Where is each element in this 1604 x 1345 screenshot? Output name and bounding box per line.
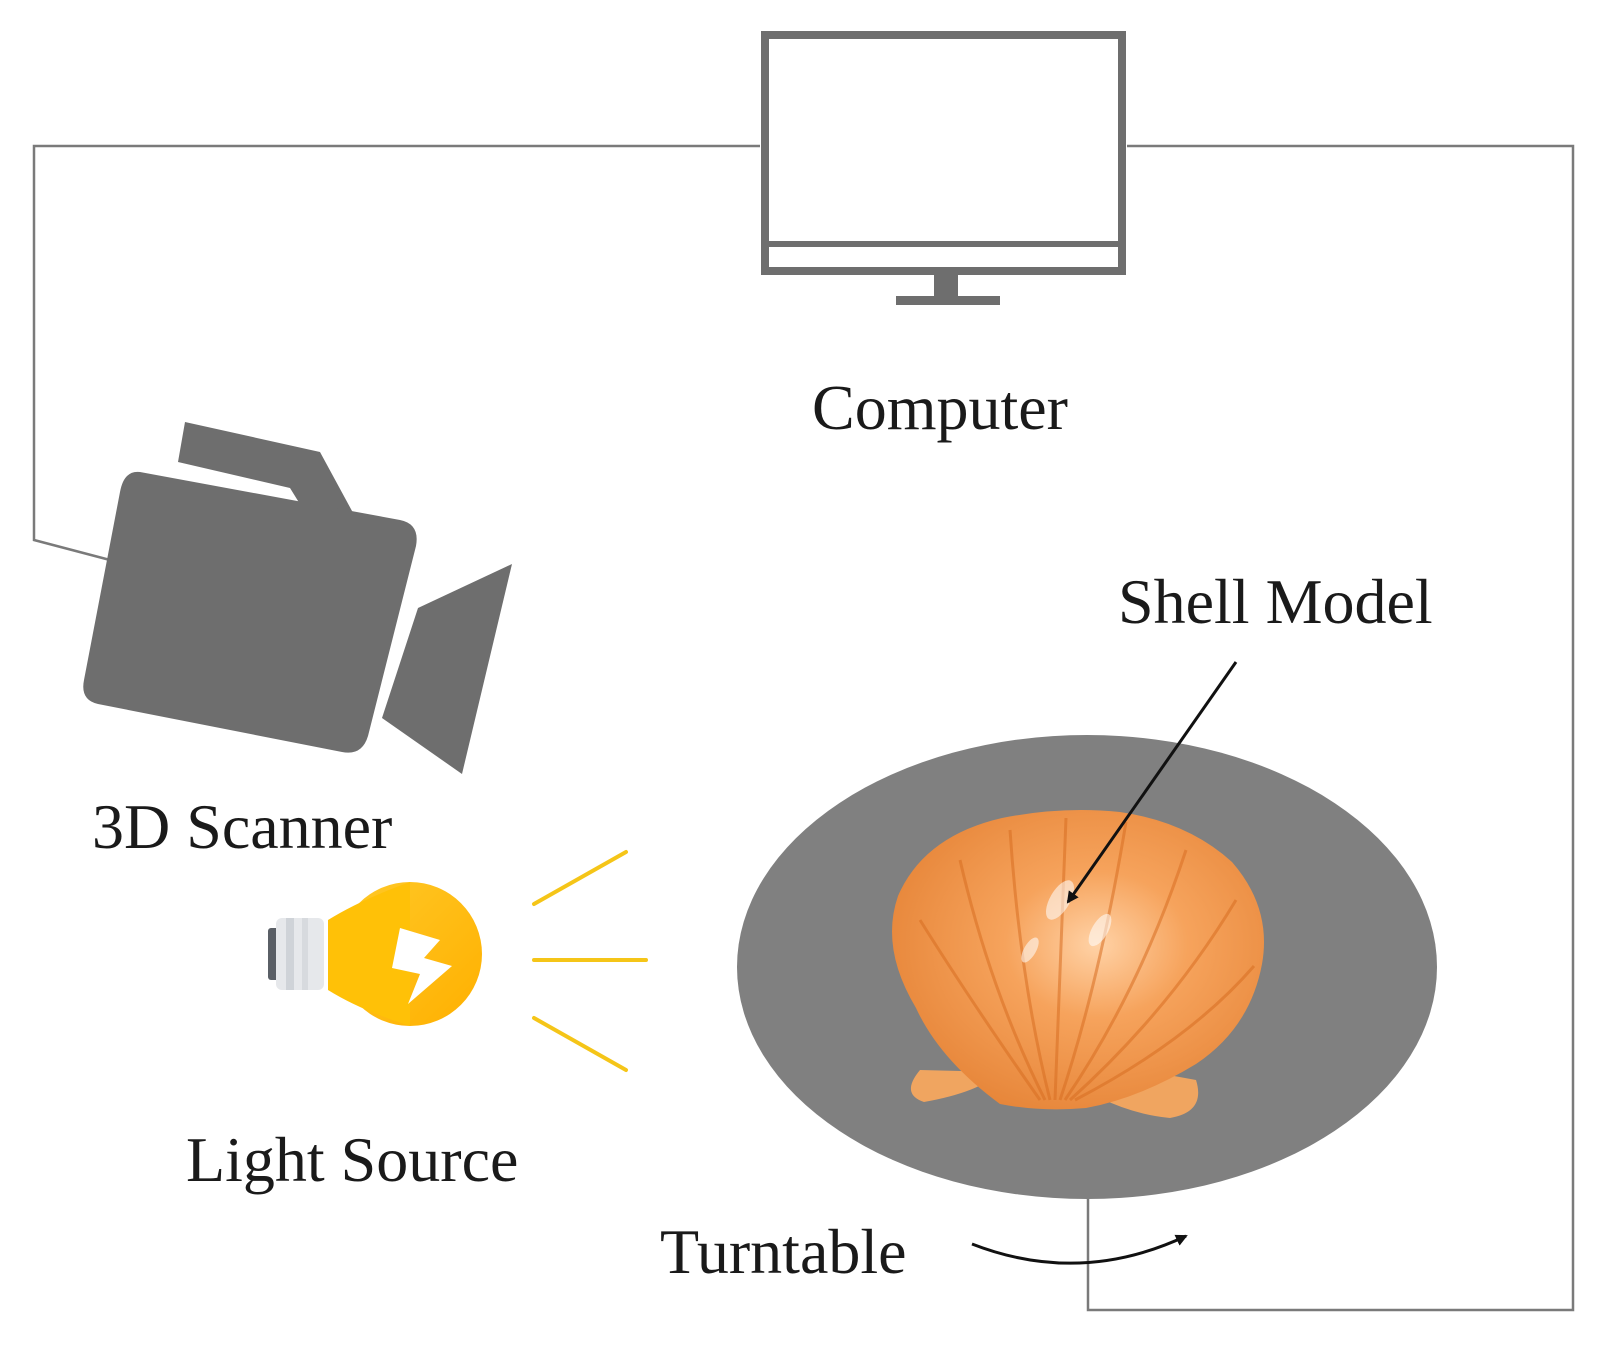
shell-pointer-arrow [1066, 661, 1238, 904]
scallop-shell [892, 810, 1264, 1118]
monitor-icon [761, 31, 1126, 305]
turntable-label: Turntable [660, 1216, 907, 1287]
video-camera-icon [83, 422, 512, 774]
light-rays [532, 850, 648, 1072]
connection-wires [32, 144, 1575, 1312]
rotation-arrow-icon [971, 1234, 1188, 1265]
scanner-label: 3D Scanner [92, 791, 393, 862]
wire-computer-to-scanner [32, 144, 760, 562]
computer-label: Computer [812, 372, 1068, 443]
shell-model-label: Shell Model [1118, 566, 1433, 637]
light-source-label: Light Source [186, 1124, 519, 1195]
wire-computer-to-turntable [1086, 144, 1575, 1312]
light-bulb-icon [268, 882, 482, 1026]
